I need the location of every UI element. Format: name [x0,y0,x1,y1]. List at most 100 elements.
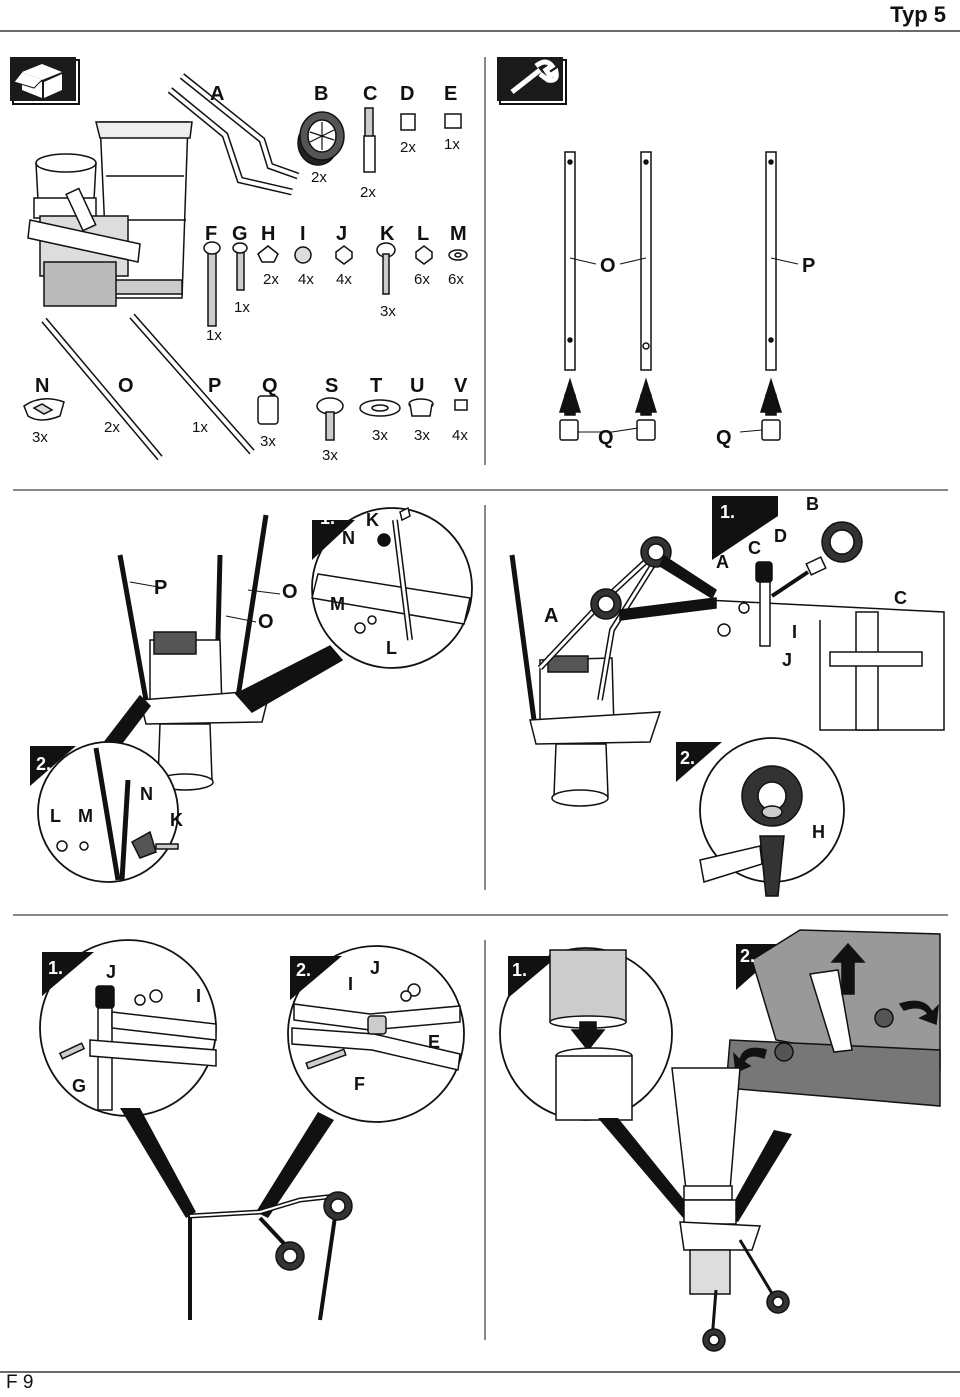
label-k: K [366,510,379,530]
spacer-d-sketch [400,113,416,131]
label-c: C [748,538,761,558]
label-q-2: Q [716,427,732,449]
step-1-wheels: 1. [720,502,735,522]
part-qty-t: 3x [372,427,388,444]
wheels-detail-2-labels: 2. H [680,748,825,842]
part-qty-p: 1x [192,419,208,436]
part-qty-c: 2x [360,184,376,201]
label-q-1: Q [598,427,614,449]
label-n: N [342,528,355,548]
legs-detail-2-labels: 2. L M N K [36,754,183,830]
part-letter-t: T [370,375,382,397]
part-qty-d: 2x [400,139,416,156]
step-2-wheels: 2. [680,748,695,768]
legs-assembly-illustration [98,514,344,791]
parts-top-qty: 2x 2x 2x 1x [311,136,460,201]
part-letter-o: O [118,375,134,397]
label-b: B [806,494,819,514]
page-title: Typ 5 [890,2,946,27]
hopper-detail-2 [724,929,948,1122]
part-letter-m: M [450,223,467,245]
label-o-legs-2: O [258,611,274,633]
part-letter-h: H [261,223,275,245]
wheels-detail-1 [705,496,945,731]
label-p-legs: P [154,577,167,599]
leg-rods-sketch [41,313,255,461]
axle-c-sketch [363,107,376,173]
part-letter-g: G [232,223,248,245]
label-o-legs-1: O [282,581,298,603]
label-o: O [600,255,616,277]
part-letter-f: F [205,223,217,245]
part-qty-f: 1x [206,327,222,344]
label-m: M [330,594,345,614]
label-a-detail: A [716,552,729,572]
bottom-hardware-sketches [23,395,468,441]
step-1-legs: 1. [320,508,335,528]
box-icon [10,57,80,105]
part-letter-u: U [410,375,424,397]
part-qty-q: 3x [260,433,276,450]
part-letter-k: K [380,223,395,245]
step-2-hopper: 2. [740,946,755,966]
step-2-legs: 2. [36,754,51,774]
label-i: I [792,622,797,642]
part-letter-v: V [454,375,468,397]
part-qty-v: 4x [452,427,468,444]
legs-labels: O P Q Q [598,255,815,449]
part-letter-p: P [208,375,221,397]
rod-a-sketch [167,73,300,196]
page-number: F 9 [6,1372,34,1393]
label-i-handle: I [196,986,201,1006]
label-l: L [386,638,397,658]
label-j-handle: J [106,962,116,982]
step-1-handle: 1. [48,958,63,978]
handle-assembly-illustration [120,1108,353,1321]
parts-bottom-labels: N O P Q S T U V [35,375,468,397]
label-j-handle-2: J [370,958,380,978]
label-l-2: L [50,806,61,826]
hopper-detail-1 [499,947,673,1121]
legs-panel-labels: P O O [154,577,298,633]
parts-bottom-qty: 3x 2x 1x 3x 3x 3x 3x 4x [32,419,468,464]
leg-tubes [558,151,799,441]
label-n-2: N [140,784,153,804]
label-a-wheels: A [544,605,558,627]
parts-top-labels: A B C D E [210,83,457,105]
part-qty-u: 3x [414,427,430,444]
label-d: D [774,526,787,546]
label-h: H [812,822,825,842]
part-qty-m: 6x [448,271,464,288]
part-letter-s: S [325,375,338,397]
handle-detail-2 [287,945,465,1123]
part-letter-n: N [35,375,49,397]
part-letter-j: J [336,223,347,245]
hopper-assembly-illustration [598,1067,792,1352]
step-1-hopper: 1. [512,960,527,980]
wheels-detail-1-labels: 1. B D C A I J C [716,494,907,670]
part-qty-j: 4x [336,271,352,288]
label-e: E [428,1032,440,1052]
legs-detail-1 [311,506,473,669]
part-letter-q: Q [262,375,278,397]
part-letter-e: E [444,83,457,105]
wheels-detail-2 [676,737,845,897]
legs-detail-1-labels: 1. N K M L [320,508,397,658]
step-2-handle: 2. [296,960,311,980]
part-qty-i: 4x [298,271,314,288]
handle-detail-1-labels: 1. J I G [48,958,201,1096]
part-qty-h: 2x [263,271,279,288]
label-m-2: M [78,806,93,826]
label-j: J [782,650,792,670]
label-c-2: C [894,588,907,608]
hardware-sketches [203,241,468,327]
part-qty-k: 3x [380,303,396,320]
parts-mid-qty: 1x 1x 2x 4x 4x 3x 6x 6x [206,271,464,344]
label-g: G [72,1076,86,1096]
part-qty-g: 1x [234,299,250,316]
part-letter-i: I [300,223,306,245]
wrench-icon [497,57,567,105]
shredder-unit-sketch [27,121,193,307]
part-letter-c: C [363,83,377,105]
